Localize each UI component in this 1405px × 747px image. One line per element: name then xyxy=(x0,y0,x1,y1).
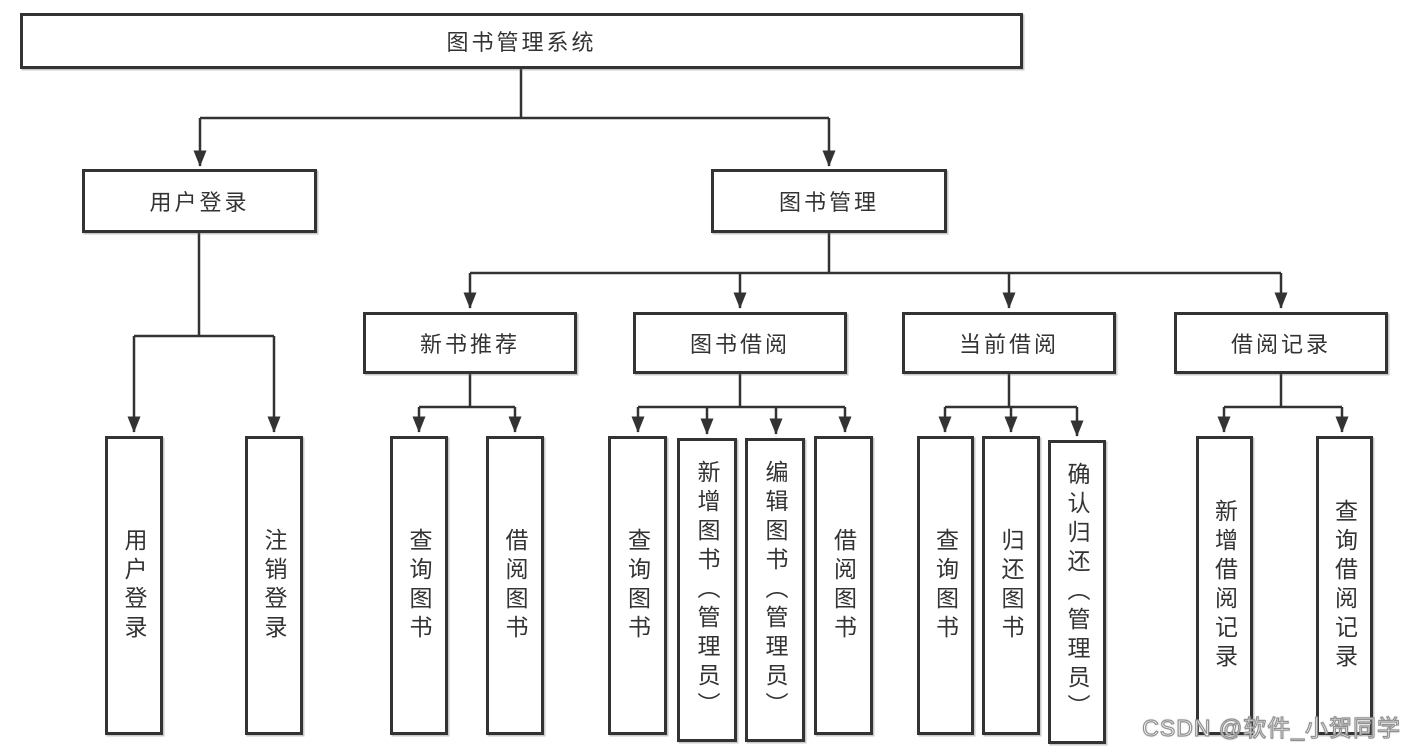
leaf-logout: 注销登录 xyxy=(245,436,303,735)
leaf-user-login: 用户登录 xyxy=(105,436,163,735)
node-book-management-label: 图书管理 xyxy=(778,190,879,215)
node-user-login: 用户登录 xyxy=(82,169,317,233)
leaf-edit-books-admin: 编辑图书（管理员） xyxy=(745,438,805,742)
node-book-borrowing: 图书借阅 xyxy=(633,312,847,374)
leaf-add-borrowing-record-label: 新增借阅记录 xyxy=(1211,498,1238,673)
leaf-add-books-admin: 新增图书（管理员） xyxy=(677,438,737,742)
leaf-return-books: 归还图书 xyxy=(982,436,1040,735)
leaf-query-books-current: 查询图书 xyxy=(917,436,974,735)
leaf-confirm-return-admin: 确认归还（管理员） xyxy=(1048,440,1106,744)
node-current-borrowing: 当前借阅 xyxy=(902,312,1116,374)
leaf-user-login-label: 用户登录 xyxy=(121,527,147,644)
node-current-borrowing-label: 当前借阅 xyxy=(958,332,1059,357)
node-new-book-recommendation: 新书推荐 xyxy=(363,312,577,374)
leaf-query-books-recommend-label: 查询图书 xyxy=(406,527,432,644)
leaf-return-books-label: 归还图书 xyxy=(998,527,1024,644)
node-borrowing-records: 借阅记录 xyxy=(1174,312,1388,374)
leaf-query-books-current-label: 查询图书 xyxy=(932,527,959,644)
node-book-borrowing-label: 图书借阅 xyxy=(689,332,790,357)
leaf-confirm-return-admin-label: 确认归还（管理员） xyxy=(1064,461,1090,723)
leaf-borrow-books-recommend: 借阅图书 xyxy=(486,436,544,735)
leaf-add-books-admin-label: 新增图书（管理员） xyxy=(694,459,720,721)
leaf-query-books-borrowing-label: 查询图书 xyxy=(624,527,651,644)
leaf-query-borrowing-record: 查询借阅记录 xyxy=(1316,436,1373,735)
csdn-watermark: CSDN @软件_小贺同学 xyxy=(1142,714,1401,741)
leaf-borrow-books-recommend-label: 借阅图书 xyxy=(502,527,528,644)
node-library-management-system-label: 图书管理系统 xyxy=(446,30,597,55)
leaf-query-borrowing-record-label: 查询借阅记录 xyxy=(1331,498,1358,673)
leaf-query-books-borrowing: 查询图书 xyxy=(608,436,667,735)
node-book-management: 图书管理 xyxy=(711,169,947,233)
node-borrowing-records-label: 借阅记录 xyxy=(1230,332,1331,357)
leaf-logout-label: 注销登录 xyxy=(261,527,287,644)
node-library-management-system: 图书管理系统 xyxy=(20,13,1023,69)
leaf-borrow-books-borrowing-label: 借阅图书 xyxy=(830,527,857,644)
leaf-add-borrowing-record: 新增借阅记录 xyxy=(1196,436,1253,735)
leaf-query-books-recommend: 查询图书 xyxy=(390,436,448,735)
node-new-book-recommendation-label: 新书推荐 xyxy=(419,332,520,357)
node-user-login-label: 用户登录 xyxy=(149,190,250,215)
leaf-edit-books-admin-label: 编辑图书（管理员） xyxy=(762,459,788,721)
leaf-borrow-books-borrowing: 借阅图书 xyxy=(814,436,873,735)
